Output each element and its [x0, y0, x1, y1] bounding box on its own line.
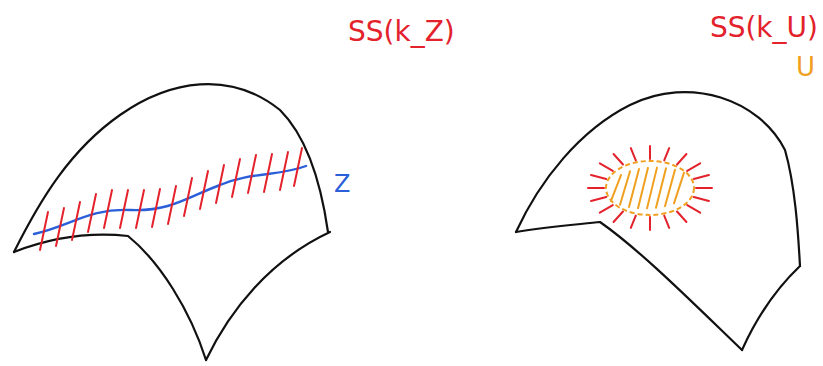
- conormal-ray: [664, 216, 669, 228]
- interior-hatch: [647, 168, 657, 209]
- conormal-hatch: [280, 152, 288, 190]
- conormal-ray: [694, 175, 709, 179]
- interior-hatch: [629, 169, 639, 207]
- curve-label: Z: [334, 172, 350, 196]
- interior-hatch: [674, 173, 684, 204]
- conormal-ray: [649, 217, 651, 230]
- microsupport-label: SS(k_Z): [348, 18, 455, 46]
- conormal-hatch: [264, 154, 272, 192]
- conormal-hatch: [168, 186, 176, 224]
- left-surface-outline: [14, 84, 328, 252]
- conormal-hatch: [104, 190, 112, 228]
- conormal-ray: [687, 163, 700, 171]
- conormal-hatch: [72, 202, 80, 240]
- interior-hatch: [665, 170, 675, 206]
- conormal-hatch: [184, 178, 192, 216]
- conormal-hatch: [136, 190, 144, 228]
- conormal-ray: [588, 187, 604, 189]
- conormal-hatch: [40, 212, 48, 250]
- conormal-hatch: [152, 189, 160, 227]
- left-surface-outline: [14, 235, 206, 360]
- right-surface-outline: [742, 266, 800, 350]
- conormal-hatch: [56, 208, 64, 246]
- conormal-ray: [677, 211, 686, 222]
- conormal-hatch: [232, 159, 240, 197]
- conormal-ray: [631, 148, 636, 160]
- conormal-ray: [677, 154, 686, 165]
- conormal-ray: [631, 216, 636, 228]
- open-set-region: [606, 161, 694, 215]
- conormal-ray: [614, 154, 623, 165]
- conormal-ray: [696, 187, 712, 189]
- conormal-hatch: [88, 194, 96, 232]
- conormal-ray: [649, 146, 651, 159]
- right-surface-outline: [516, 222, 742, 350]
- conormal-hatch: [120, 190, 128, 228]
- region-label: U: [796, 54, 815, 80]
- conormal-hatch: [294, 148, 302, 186]
- conormal-ray: [687, 205, 700, 213]
- left-surface-outline: [206, 232, 330, 360]
- conormal-hatch: [248, 155, 256, 193]
- conormal-hatch: [216, 165, 224, 203]
- conormal-ray: [614, 211, 623, 222]
- interior-hatch: [656, 168, 666, 208]
- conormal-ray: [591, 197, 606, 201]
- interior-hatch: [620, 171, 630, 205]
- conormal-ray: [694, 197, 709, 201]
- interior-hatch: [638, 168, 648, 208]
- right-surface-outline: [516, 92, 800, 266]
- conormal-hatch: [200, 171, 208, 209]
- conormal-ray: [591, 175, 606, 179]
- conormal-ray: [664, 148, 669, 160]
- interior-hatch: [611, 175, 621, 201]
- conormal-ray: [600, 163, 613, 171]
- conormal-ray: [600, 205, 613, 213]
- microsupport-label: SS(k_U): [710, 14, 818, 42]
